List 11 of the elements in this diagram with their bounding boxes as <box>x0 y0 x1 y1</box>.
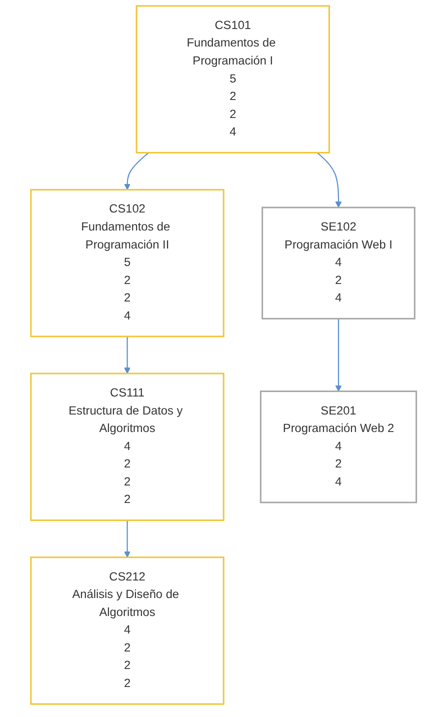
node-box: CS102 Fundamentos de Programación II 5 2 2 4 <box>30 188 225 338</box>
arrow <box>336 318 342 392</box>
node-box: SE201 Programación Web 2 4 2 4 <box>260 390 418 504</box>
node-box: SE102 Programación Web I 4 2 4 <box>262 206 416 320</box>
node-box: CS212 Análisis y Diseño de Algoritmos 4 2 2 2 <box>30 556 225 705</box>
node-box: CS101 Fundamentos de Programación I 5 2 2 4 <box>136 5 330 154</box>
arrow <box>124 336 131 374</box>
arrow <box>124 152 150 190</box>
arrow <box>124 520 131 558</box>
node-box: CS111 Estructura de Datos y Algoritmos 4 2 2 2 <box>30 372 225 521</box>
arrow <box>317 152 342 208</box>
